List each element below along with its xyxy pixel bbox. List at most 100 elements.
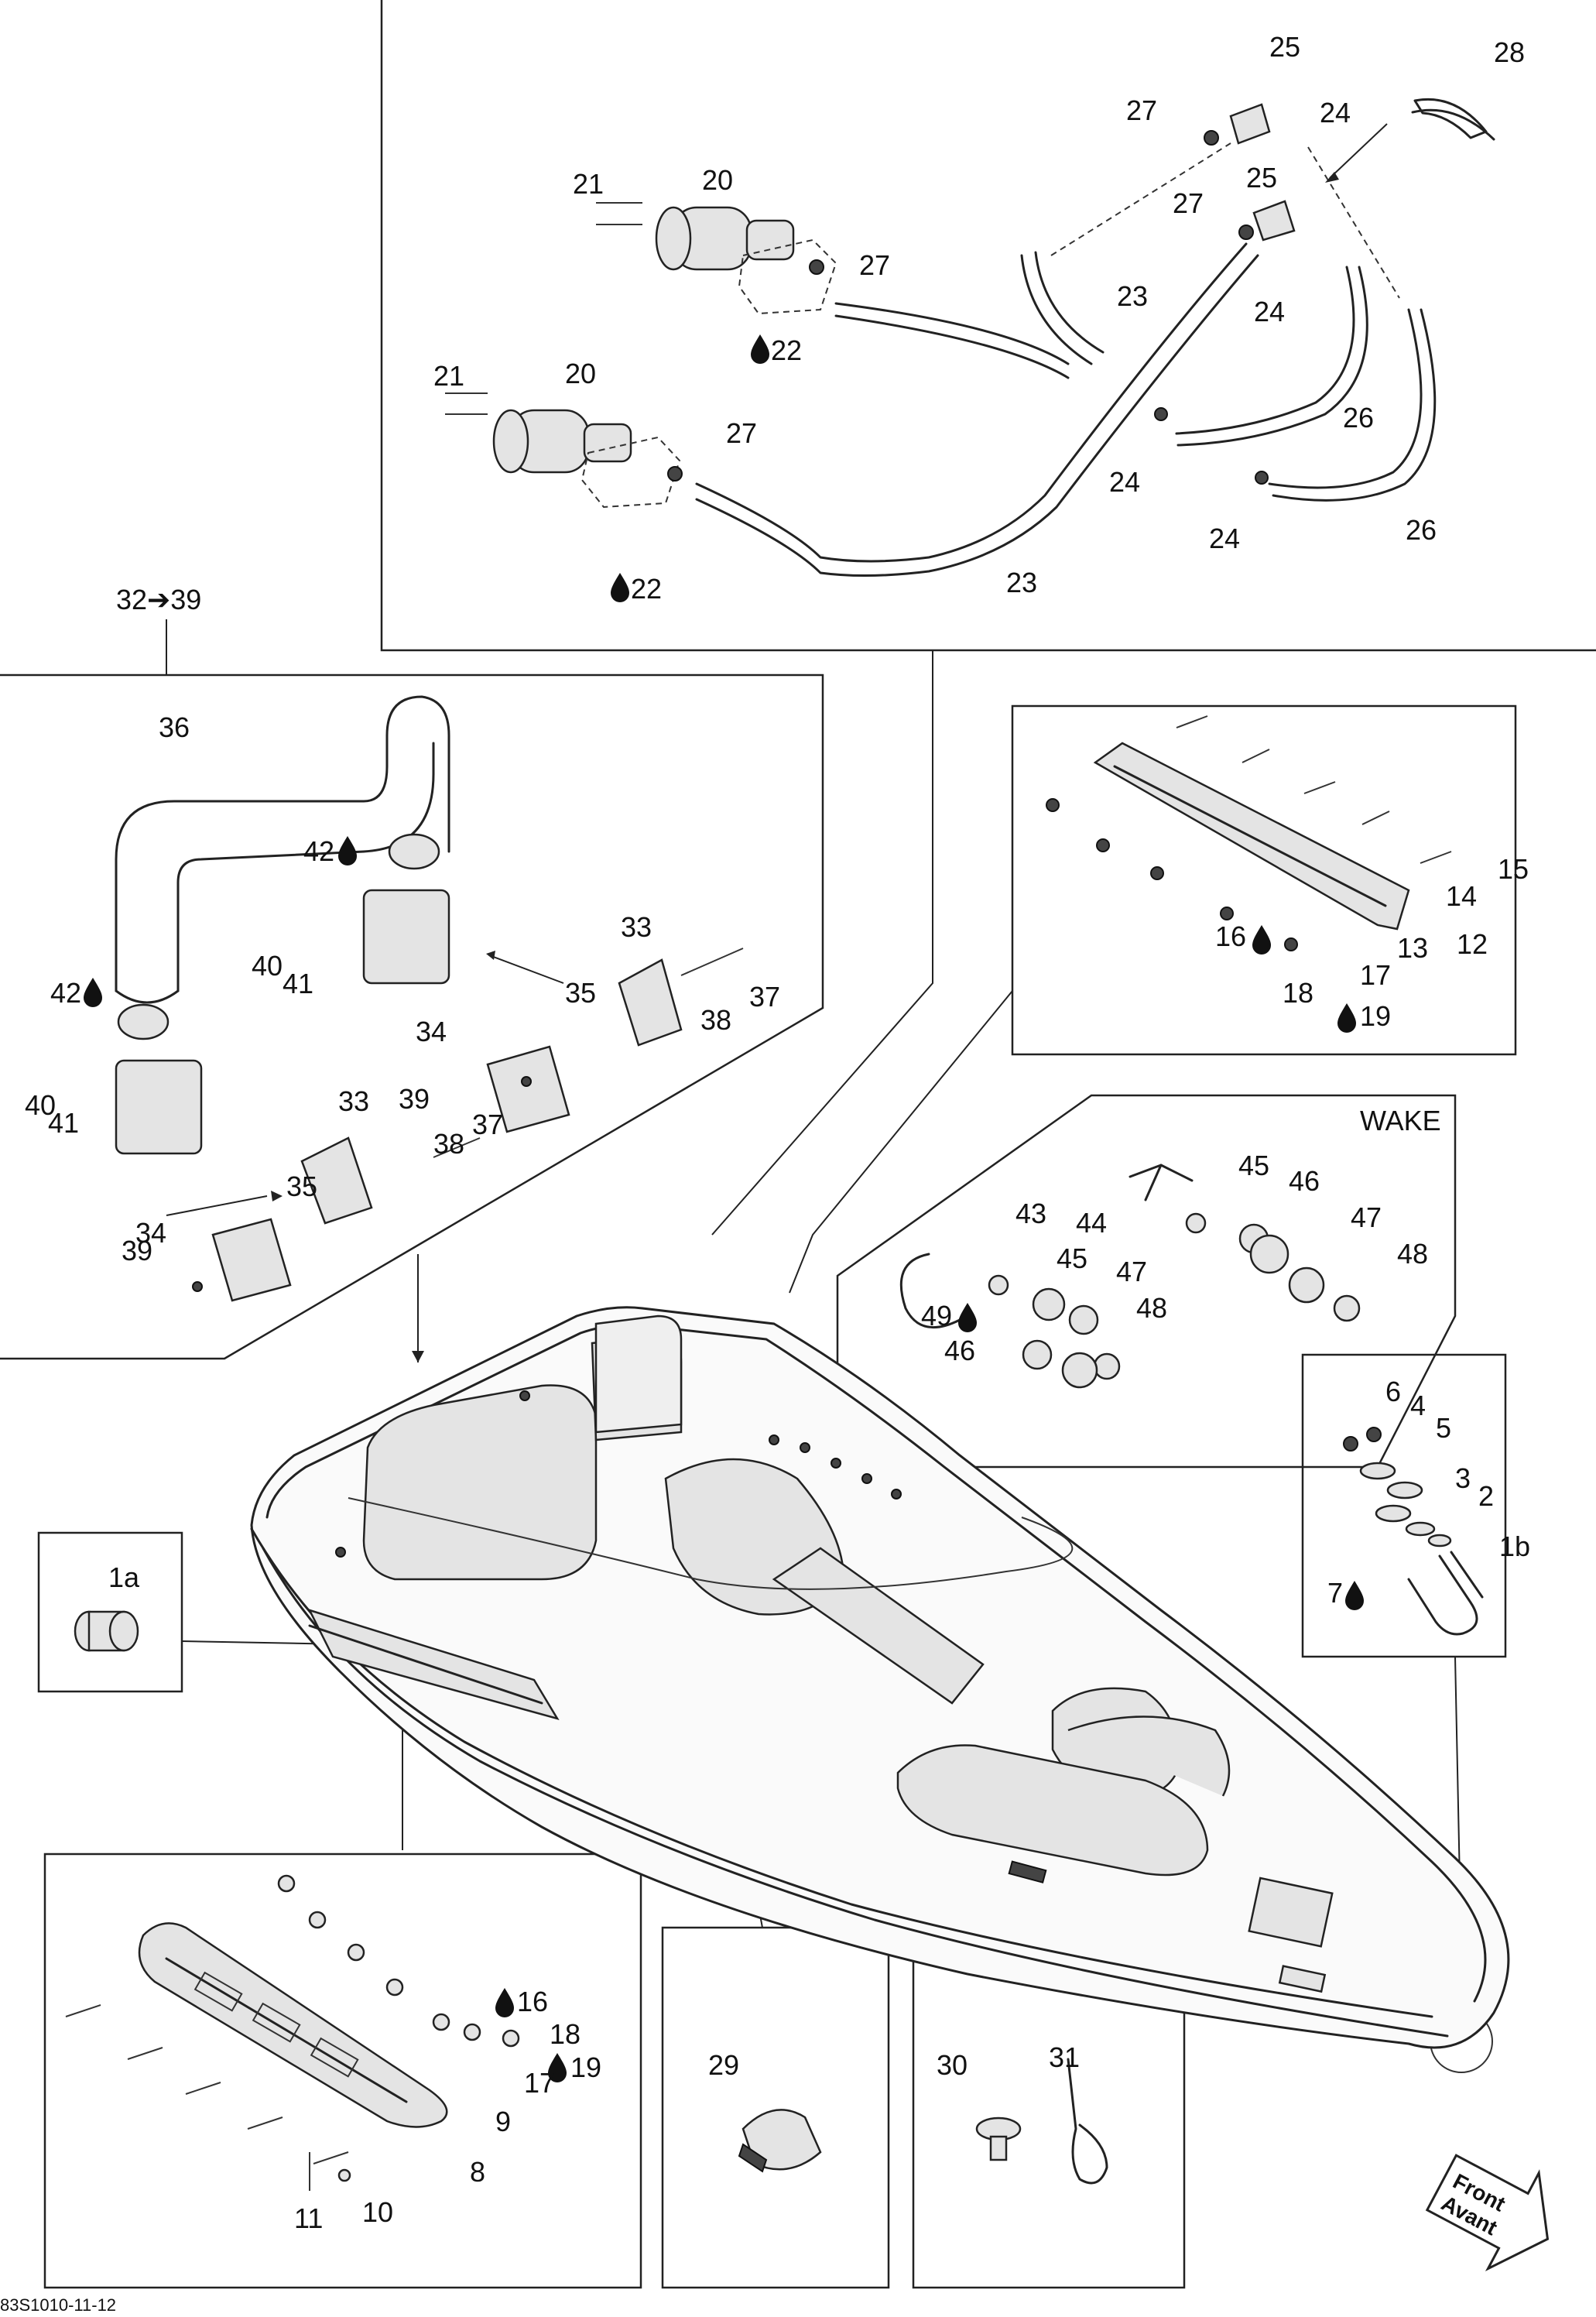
callout-45: 45 (1238, 1150, 1269, 1181)
frame-bushing-1a (37, 1531, 183, 1693)
callout-47: 47 (1116, 1256, 1147, 1287)
fuel-hoses (695, 142, 1437, 578)
callout-36: 36 (159, 711, 190, 743)
callout-5: 5 (1436, 1412, 1451, 1444)
callout-39: 39 (399, 1083, 430, 1115)
callout-11: 11 (294, 2202, 323, 2234)
fuel-fittings-25 (667, 103, 1296, 485)
callout-48: 48 (1397, 1238, 1428, 1270)
callout-33: 33 (621, 911, 652, 943)
callout-25: 25 (1246, 162, 1277, 194)
callout-40: 40 (25, 1089, 56, 1121)
callout-43: 43 (1015, 1198, 1046, 1229)
callout-22: 22 (771, 334, 802, 366)
callout-21: 21 (433, 360, 464, 392)
callout-19: 19 (570, 2051, 601, 2083)
callout-20: 20 (702, 164, 733, 196)
watercraft-hull (250, 1306, 1510, 2049)
callout-31: 31 (1049, 2041, 1080, 2073)
callout-27: 27 (1173, 187, 1204, 219)
fuel-cap-gasket-28 (1325, 98, 1495, 183)
callout-35: 35 (565, 977, 596, 1009)
callout-17: 17 (1360, 959, 1391, 991)
sealant-drop-icon (1252, 925, 1271, 955)
callout-18: 18 (550, 2018, 581, 2050)
callout-37: 37 (749, 981, 780, 1013)
callout-1b: 1b (1499, 1530, 1530, 1562)
callout-16: 16 (1215, 920, 1246, 952)
callout-33: 33 (338, 1085, 369, 1117)
callout-13: 13 (1397, 932, 1428, 964)
front-arrow-icon: Front Avant (1425, 2154, 1550, 2272)
callout-6: 6 (1385, 1376, 1401, 1407)
hook-assembly (1343, 1427, 1484, 1636)
callout-38: 38 (433, 1128, 464, 1160)
callout-37: 37 (472, 1109, 503, 1140)
callout-22: 22 (631, 573, 662, 605)
callout-9: 9 (495, 2106, 511, 2137)
callout-2: 2 (1478, 1480, 1494, 1512)
sealant-drop-icon (958, 1303, 977, 1332)
callout-18: 18 (1283, 977, 1313, 1009)
handle-callouts: 32➔39 36 42 33 40 41 35 37 38 42 34 33 3… (25, 584, 780, 1266)
callout-17: 17 (524, 2067, 555, 2099)
callout-24: 24 (1320, 97, 1351, 129)
callout-7: 7 (1327, 1577, 1343, 1609)
callout-35: 35 (286, 1170, 317, 1202)
sealant-drop-icon (495, 1988, 514, 2017)
sealant-drop-icon (751, 334, 769, 364)
push-rivet-and-tie: 30 31 (937, 2041, 1108, 2185)
callout-23: 23 (1117, 280, 1148, 312)
callout-41: 41 (48, 1107, 79, 1139)
rear-grab-bar (1046, 715, 1452, 951)
bushing-1a: 1a (74, 1561, 140, 1652)
frame-hook-1b (1301, 1353, 1507, 1658)
callout-44: 44 (1076, 1207, 1107, 1239)
callout-23: 23 (1006, 567, 1037, 598)
frame-step-8 (43, 1853, 642, 2289)
callout-42: 42 (50, 977, 81, 1009)
sealant-drop-icon (1337, 1003, 1356, 1033)
callout-32-39: 32➔39 (116, 584, 201, 615)
callout-47: 47 (1351, 1201, 1382, 1233)
callout-40: 40 (252, 950, 283, 982)
fuel-callouts: 25 25 28 27 24 27 24 27 23 21 20 22 21 2… (433, 31, 1525, 605)
callout-19: 19 (1360, 1000, 1391, 1032)
sealant-drop-icon (611, 573, 629, 602)
callout-46: 46 (944, 1335, 975, 1366)
hose-clip: 29 (708, 2049, 822, 2173)
sealant-drop-icon (338, 836, 357, 865)
callout-28: 28 (1494, 36, 1525, 68)
wake-kit (899, 1164, 1361, 1389)
callout-3: 3 (1455, 1462, 1471, 1494)
hook-callouts: 6 4 5 3 2 1b 7 (1327, 1376, 1530, 1610)
wake-label: WAKE (1360, 1105, 1441, 1136)
callout-15: 15 (1498, 853, 1529, 885)
callout-42: 42 (303, 835, 334, 867)
wake-callouts: WAKE 45 46 43 44 47 45 48 47 49 48 46 (921, 1105, 1441, 1366)
callout-29: 29 (708, 2049, 739, 2081)
diagram-reference: 83S1010-11-12 (0, 2295, 116, 2315)
callout-24: 24 (1209, 523, 1240, 554)
handle-assembly (115, 695, 744, 1302)
callout-49: 49 (921, 1300, 952, 1332)
frame-fuel-system (380, 0, 1596, 652)
callout-10: 10 (362, 2196, 393, 2228)
frame-handles-32-39 (0, 619, 824, 1360)
fuel-pump-lower (445, 392, 681, 509)
callout-41: 41 (283, 968, 313, 999)
callout-46: 46 (1289, 1165, 1320, 1197)
callout-26: 26 (1343, 402, 1374, 434)
callout-8: 8 (470, 2156, 485, 2188)
callout-21: 21 (573, 168, 604, 200)
callout-25: 25 (1269, 31, 1300, 63)
callout-1a: 1a (108, 1561, 140, 1593)
sealant-drop-icon (84, 978, 102, 1007)
callout-4: 4 (1410, 1390, 1426, 1421)
callout-24: 24 (1109, 466, 1140, 498)
grab-bar-callouts: 15 14 16 13 12 17 18 19 (1215, 853, 1529, 1033)
frame-rear-grab-bar (1011, 704, 1517, 1056)
footrest-step (65, 1874, 520, 2191)
callout-27: 27 (859, 249, 890, 281)
